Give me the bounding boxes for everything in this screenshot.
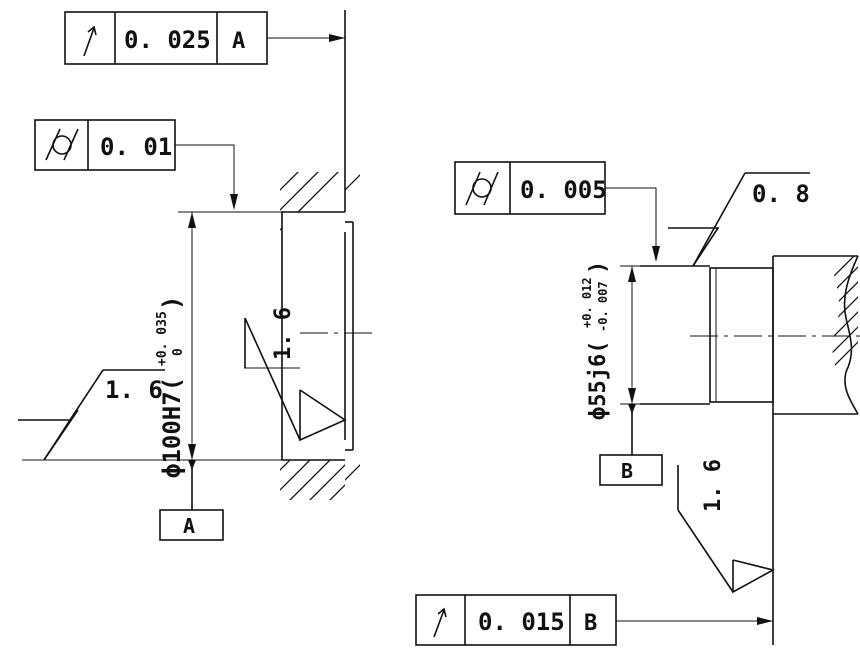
runout-value: 0. 025 [124, 26, 211, 54]
roughness-side-value: 1. 6 [701, 459, 726, 512]
runout-value: 0. 015 [478, 608, 565, 636]
lower-deviation-text: 0 [171, 348, 186, 356]
diameter-close-text: ) [158, 296, 186, 310]
lower-deviation-text: -0. 007 [596, 281, 610, 332]
cylindricity-frame-left: 0. 01 [34, 119, 238, 210]
roughness-symbol-inner: 1. 6 [244, 307, 347, 442]
datum-a-label: A [183, 514, 195, 538]
circular-runout-icon [433, 607, 447, 638]
cylindricity-icon [45, 128, 79, 161]
right-part: ϕ55j6( +0. 012 -0. 007 ) 0. 005 0. 8 [415, 161, 860, 646]
datum-b: B [599, 404, 663, 486]
diameter-dimension-text: ϕ100H7( +0. 035 0 ) [155, 296, 186, 478]
datum-b-label: B [621, 459, 633, 483]
circular-runout-icon [83, 25, 97, 57]
datum-a: A [159, 460, 224, 541]
cylindricity-value: 0. 01 [100, 133, 172, 161]
cylindricity-frame-right: 0. 005 [454, 161, 660, 262]
roughness-symbol-top: 0. 8 [668, 172, 810, 267]
diameter-dimension-text: ϕ55j6( +0. 012 -0. 007 ) [580, 261, 611, 420]
runout-frame-b: 0. 015 B [415, 594, 773, 646]
shaft-break-hatch [830, 256, 858, 372]
runout-datum: B [584, 611, 597, 636]
diameter-main-text: ϕ55j6( [586, 341, 611, 420]
diameter-main-text: ϕ100H7( [158, 377, 186, 478]
cylindricity-icon [465, 171, 499, 206]
roughness-outer-value: 1. 6 [105, 376, 163, 404]
roughness-symbol-side: 1. 6 [677, 414, 776, 645]
diameter-close-text: ) [586, 261, 611, 274]
cylindricity-value: 0. 005 [520, 176, 607, 204]
leader-line [605, 187, 657, 252]
shaft-outline [640, 255, 859, 415]
roughness-symbol-outer: 1. 6 [18, 369, 165, 461]
runout-datum: A [232, 29, 245, 54]
roughness-top-value: 0. 8 [752, 180, 810, 208]
leader-line [175, 144, 235, 200]
upper-deviation-text: +0. 035 [155, 311, 170, 366]
upper-deviation-text: +0. 012 [580, 277, 594, 328]
left-part: ϕ100H7( +0. 035 0 ) 0. 025 A [18, 10, 375, 541]
roughness-inner-value: 1. 6 [271, 307, 296, 360]
runout-frame-a: 0. 025 A [64, 11, 345, 65]
